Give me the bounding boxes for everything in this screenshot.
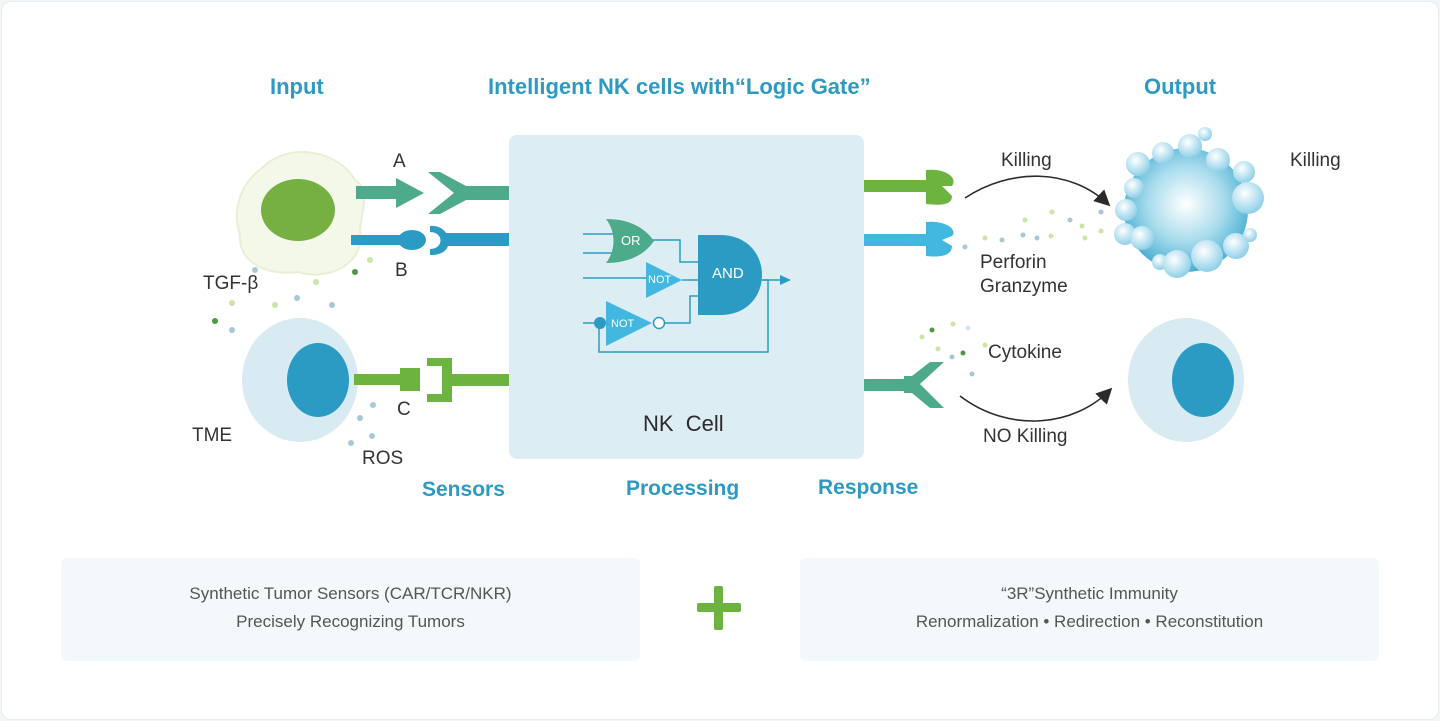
logic-gate-circuit (583, 219, 791, 353)
receptor-c (354, 358, 519, 402)
input-tumor-cell (236, 151, 366, 276)
killing-arrow (964, 175, 1111, 207)
nk-cell-box (509, 135, 864, 459)
label-perforin: Perforin (980, 252, 1047, 273)
output-receptor-blue (855, 221, 954, 257)
label-killing-arrow: Killing (1001, 150, 1052, 171)
stage-processing: Processing (626, 477, 740, 500)
output-receptor-green (855, 169, 954, 205)
and-gate (698, 235, 762, 315)
label-b: B (395, 260, 408, 281)
panel-sensors-line1: Synthetic Tumor Sensors (CAR/TCR/NKR) (189, 584, 512, 603)
stage-sensors: Sensors (422, 478, 505, 501)
label-granzyme: Granzyme (980, 276, 1068, 297)
green-nucleus (261, 179, 335, 241)
tgf-dots (212, 257, 376, 446)
panel-immunity-line1: “3R”Synthetic Immunity (1001, 584, 1178, 603)
receptor-a (356, 172, 516, 214)
label-c: C (397, 399, 411, 420)
not-gate-2-label: NOT (611, 318, 635, 330)
not-gate-2 (606, 301, 652, 346)
heading-output: Output (1144, 74, 1217, 99)
cytokine-dots (919, 321, 988, 377)
panel-sensors-line2: Precisely Recognizing Tumors (236, 612, 465, 631)
panel-immunity: “3R”Synthetic Immunity Renormalization •… (800, 558, 1379, 661)
label-tme: TME (192, 425, 233, 446)
and-gate-label: AND (712, 265, 744, 282)
not-gate-1-label: NOT (648, 274, 672, 286)
label-killing-cell: Killing (1290, 150, 1341, 171)
stage-response: Response (818, 476, 919, 499)
label-tgf-beta: TGF-β (203, 273, 259, 294)
label-a: A (393, 151, 406, 172)
or-gate (606, 219, 654, 263)
not-gate-1 (646, 262, 682, 298)
perforin-dots (962, 209, 1104, 250)
label-ros: ROS (362, 448, 404, 469)
nk-cell-label: NK Cell (643, 411, 724, 436)
no-killing-arrow (959, 387, 1113, 422)
blue-nucleus (287, 343, 349, 417)
killed-tumor-cell (1114, 127, 1264, 278)
panel-immunity-line2: Renormalization • Redirection • Reconsti… (915, 612, 1264, 631)
heading-center: Intelligent NK cells with“Logic Gate” (488, 74, 871, 99)
label-cytokine: Cytokine (988, 342, 1062, 363)
receptor-b (351, 225, 516, 256)
tme-cell (242, 318, 358, 442)
healthy-cell (1128, 318, 1244, 442)
or-gate-label: OR (621, 233, 641, 248)
heading-input: Input (270, 74, 324, 99)
plus-icon (697, 586, 741, 630)
panel-sensors: Synthetic Tumor Sensors (CAR/TCR/NKR) Pr… (61, 558, 640, 661)
output-receptor-teal (855, 362, 944, 408)
label-no-killing: NO Killing (983, 426, 1068, 447)
